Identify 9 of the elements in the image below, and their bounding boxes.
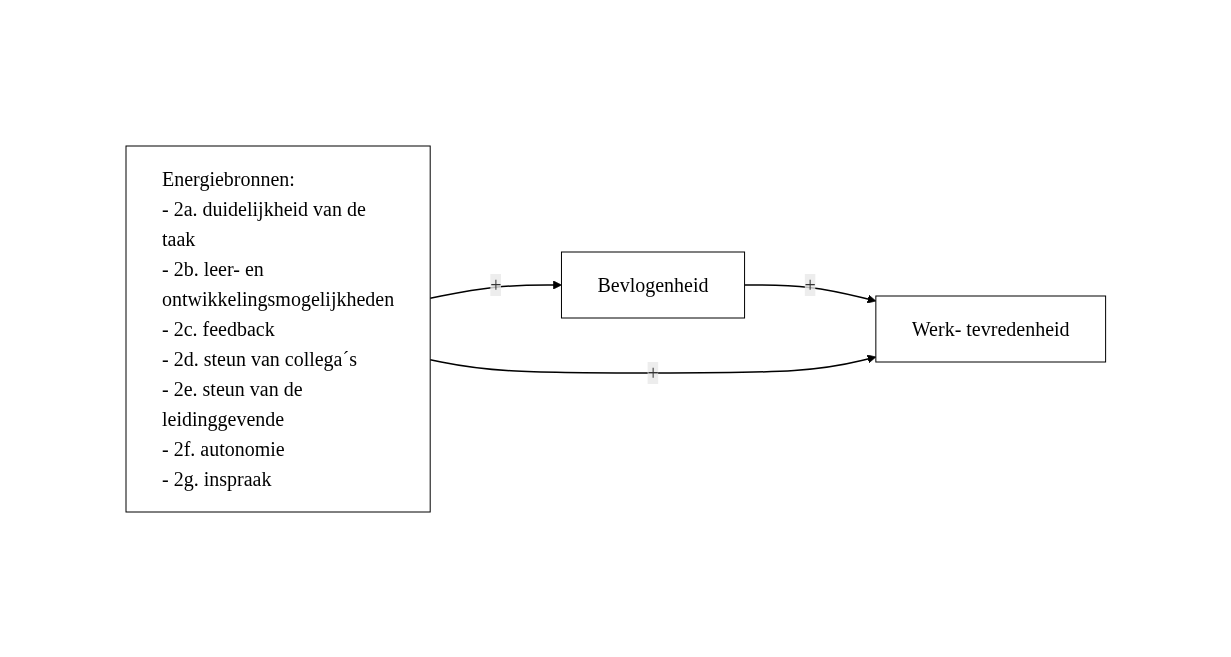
arrow — [429, 280, 562, 299]
node-box: Bevlogenheid — [560, 251, 745, 318]
node-box: Energiebronnen: - 2a. duidelijkheid van de taak - 2b. leer- en ontwikkelingsmogelijkheden - 2c. feedback - 2d. steun van collega´s - 2e. steun van de leidinggevende - 2f. autonomie - 2g. inspraak — [125, 145, 431, 512]
edge-label: + — [804, 273, 816, 296]
arrow — [743, 283, 876, 303]
edge-label: + — [489, 273, 502, 296]
node-box: Werk- tevredenheid — [875, 295, 1106, 362]
arrow — [429, 354, 876, 374]
edge-label: + — [647, 361, 659, 384]
